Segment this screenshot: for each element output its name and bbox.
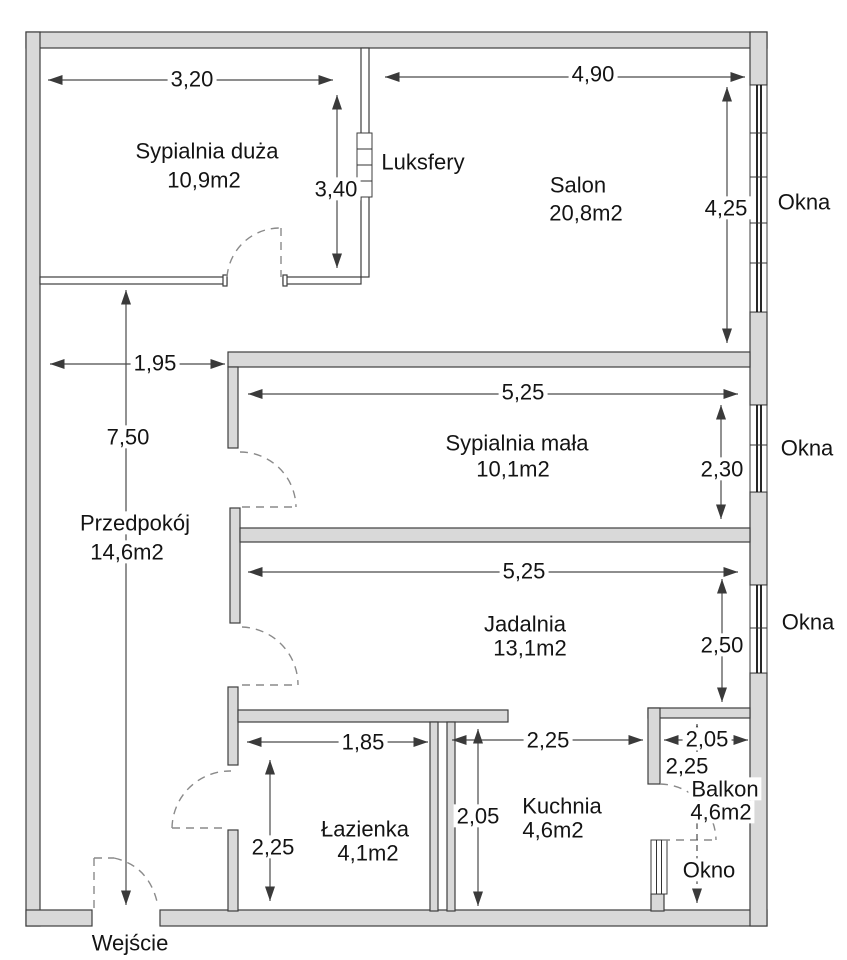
wejscie-label: Wejście <box>88 931 172 955</box>
wall-sypmala-jadalnia <box>239 527 751 543</box>
room-label-lazienka-area: 4,1m2 <box>334 841 402 865</box>
wall-lazienka-right <box>429 721 439 912</box>
doors <box>93 227 717 908</box>
wall-lazienka-kuchnia-top <box>237 709 509 723</box>
sypialnia-mala-door <box>239 451 298 508</box>
dim-label-balkon-width: 2,05 <box>682 727 732 751</box>
okna-label-sypialnia-mala: Okna <box>777 436 837 460</box>
room-label-przedpokoj-name: Przedpokój <box>76 511 194 535</box>
okna-label-jadalnia: Okna <box>778 610 838 634</box>
dim-label-kuchnia-height: 2,05 <box>453 804 503 828</box>
door-jamb-left <box>222 274 228 287</box>
dimension-arrows <box>48 72 748 906</box>
wall-balkon-left-stub <box>650 893 665 912</box>
wall-right-2 <box>749 311 768 406</box>
dim-label-sypialnia-duza-height: 3,40 <box>311 177 361 201</box>
wall-left <box>25 31 41 927</box>
room-label-sypialnia-duza-name: Sypialnia duża <box>132 139 282 163</box>
dim-label-salon-height: 4,25 <box>701 196 751 220</box>
room-label-sypialnia-mala-area: 10,1m2 <box>473 457 553 481</box>
dim-label-balkon-height: 2,25 <box>662 754 712 778</box>
room-label-balkon-area: 4,6m2 <box>687 800 755 824</box>
wall-top <box>25 31 768 49</box>
wall-lazienka-left-stub <box>227 829 239 912</box>
sypialnia-mala-window <box>749 404 768 493</box>
jadalnia-window <box>749 584 768 674</box>
dim-label-przedpokoj-height: 7,50 <box>103 425 153 449</box>
wall-balkon-left-upper <box>647 707 661 785</box>
room-label-sypialnia-mala-name: Sypialnia mała <box>442 431 592 455</box>
room-label-przedpokoj-area: 14,6m2 <box>87 540 167 564</box>
dim-label-przedpokoj-width: 1,95 <box>130 351 180 375</box>
wall-sypduza-bottom-b <box>282 276 362 285</box>
wall-bottom-right <box>159 909 768 927</box>
wall-jadalnia-left-lower <box>227 686 239 766</box>
wall-sypmala-left-upper <box>227 366 239 449</box>
room-label-balkon-name: Balkon <box>688 777 762 801</box>
room-label-sypialnia-duza-area: 10,9m2 <box>164 168 244 192</box>
dim-label-kuchnia-width: 2,25 <box>523 728 573 752</box>
jadalnia-door <box>241 626 299 686</box>
okna-label-salon: Okna <box>774 190 834 214</box>
okno-label-kuchnia: Okno <box>679 858 739 882</box>
room-label-salon-name: Salon <box>546 173 610 197</box>
interior-walls <box>39 47 751 912</box>
room-label-kuchnia-name: Kuchnia <box>519 794 605 818</box>
room-label-salon-area: 20,8m2 <box>546 201 626 225</box>
kuchnia-window <box>650 839 668 895</box>
dim-label-jadalnia-height: 2,50 <box>697 633 747 657</box>
salon-window <box>749 84 768 313</box>
luksfery-label: Luksfery <box>378 150 468 174</box>
wall-bottom-left <box>25 909 93 927</box>
lazienka-door <box>171 770 232 829</box>
dim-label-sypialnia-duza-width: 3,20 <box>167 67 217 91</box>
dim-label-salon-width: 4,90 <box>568 62 618 86</box>
dim-label-lazienka-width: 1,85 <box>338 730 388 754</box>
wall-right-1 <box>749 31 768 86</box>
dim-label-sypialnia-mala-width: 5,25 <box>498 380 548 404</box>
wall-salon-sypmala <box>227 351 751 368</box>
dim-label-lazienka-height: 2,25 <box>248 835 298 859</box>
wall-balkon-top <box>647 707 751 719</box>
room-label-lazienka-name: Łazienka <box>317 817 413 841</box>
wall-right-3 <box>749 491 768 586</box>
wall-mid-left <box>229 507 241 624</box>
dim-label-sypialnia-mala-height: 2,30 <box>697 457 747 481</box>
room-label-kuchnia-area: 4,6m2 <box>519 818 587 842</box>
entrance-door <box>93 857 159 908</box>
sypialnia-duza-door <box>226 227 282 278</box>
door-jamb-right <box>282 274 288 287</box>
wall-sypduza-bottom-a <box>39 276 228 285</box>
room-label-jadalnia-name: Jadalnia <box>481 612 569 636</box>
room-label-jadalnia-area: 13,1m2 <box>490 636 570 660</box>
dim-label-jadalnia-width: 5,25 <box>499 559 549 583</box>
windows <box>356 84 768 895</box>
